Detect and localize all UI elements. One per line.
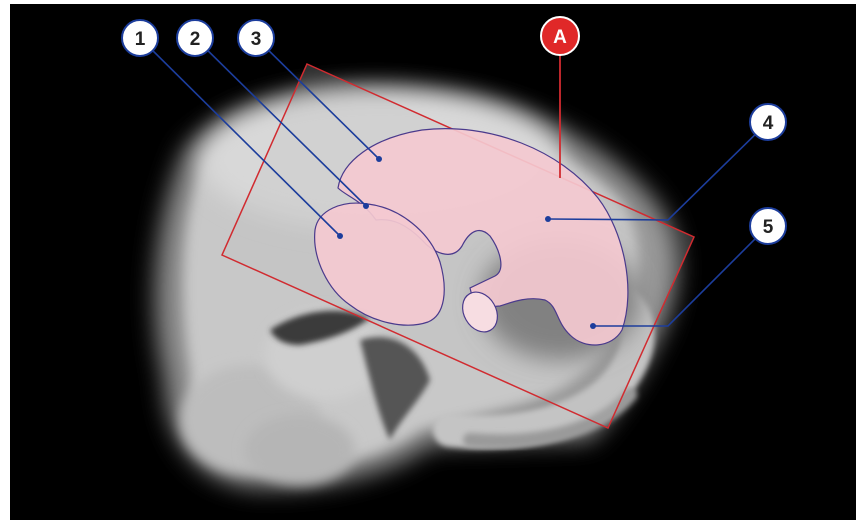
marker-1-label: 1 bbox=[135, 29, 146, 50]
marker-5: 5 bbox=[750, 208, 786, 244]
marker-3: 3 bbox=[238, 20, 274, 56]
marker-1: 1 bbox=[122, 20, 158, 56]
marker-A: A bbox=[541, 17, 579, 55]
marker-5-label: 5 bbox=[763, 217, 774, 238]
marker-2: 2 bbox=[177, 20, 213, 56]
marker-4-label: 4 bbox=[763, 113, 774, 134]
marker-4: 4 bbox=[750, 104, 786, 140]
marker-3-label: 3 bbox=[251, 29, 262, 50]
marker-2-label: 2 bbox=[190, 29, 201, 50]
marker-A-label: A bbox=[553, 27, 567, 48]
